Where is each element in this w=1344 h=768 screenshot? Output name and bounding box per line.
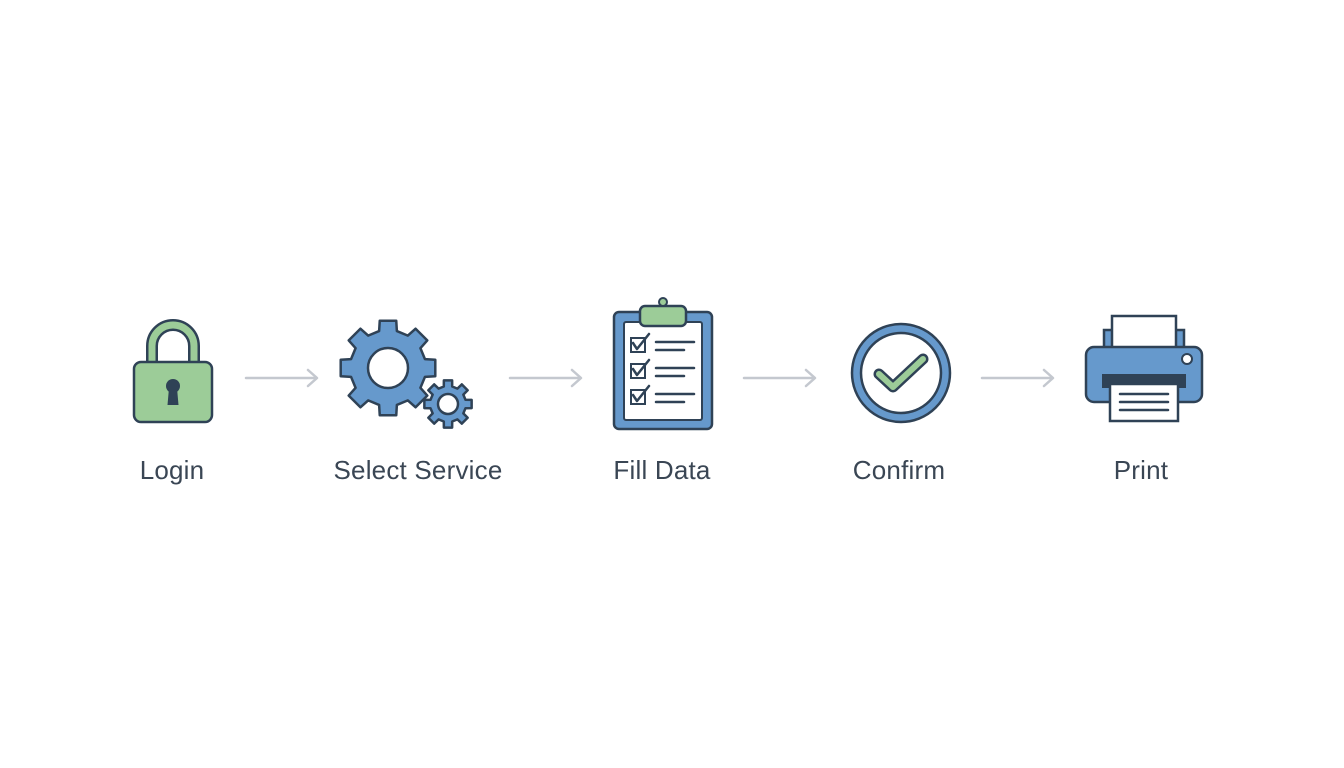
- step-label-confirm: Confirm: [852, 455, 946, 485]
- step-label-login: Login: [139, 455, 205, 485]
- checkmark-circle-icon: [850, 322, 952, 424]
- arrow-icon: [244, 366, 322, 390]
- printer-icon: [1084, 314, 1204, 424]
- gears-icon: [338, 318, 476, 430]
- arrow-icon: [980, 366, 1058, 390]
- step-label-print: Print: [1113, 455, 1169, 485]
- step-label-fill-data: Fill Data: [613, 455, 711, 485]
- step-label-select-service: Select Service: [333, 455, 503, 485]
- padlock-icon: [132, 316, 214, 424]
- arrow-icon: [742, 366, 820, 390]
- clipboard-checklist-icon: [612, 297, 714, 432]
- arrow-icon: [508, 366, 586, 390]
